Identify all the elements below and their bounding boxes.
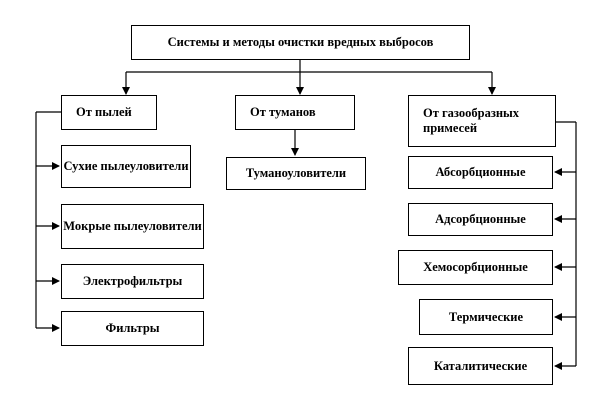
gas-item-label: Абсорбционные (435, 165, 526, 179)
category-fog: От туманов (235, 95, 355, 130)
root-label: Системы и методы очистки вредных выбросо… (167, 35, 434, 49)
gas-item-chemisorption: Хемосорбционные (398, 250, 553, 285)
dust-item-label: Сухие пылеуловители (63, 159, 189, 173)
dust-item-wet: Мокрые пылеуловители (61, 204, 204, 249)
dust-item-label: Мокрые пылеуловители (63, 219, 202, 233)
category-dust: От пылей (61, 95, 157, 130)
gas-item-adsorption: Адсорбционные (408, 203, 553, 236)
dust-item-electro: Электрофильтры (61, 264, 204, 299)
dust-item-label: Электрофильтры (82, 274, 183, 288)
fog-item-separators: Тумано­уловители (226, 157, 366, 190)
category-gas-label: От газообразных примесей (423, 106, 520, 135)
category-dust-label: От пылей (76, 105, 132, 119)
dust-item-filters: Фильтры (61, 311, 204, 346)
gas-item-label: Хемосорбционные (423, 260, 528, 274)
gas-item-label: Адсорбционные (435, 212, 526, 226)
gas-item-label: Термические (448, 309, 524, 324)
dust-item-dry: Сухие пылеуловители (61, 145, 191, 188)
category-fog-label: От туманов (250, 105, 316, 119)
gas-item-catalytic: Каталитические (408, 347, 553, 385)
fog-item-label: Тумано­уловители (245, 166, 347, 180)
root-box: Системы и методы очистки вредных выбросо… (131, 25, 470, 60)
gas-item-absorption: Абсорбционные (408, 156, 553, 189)
gas-item-label: Каталитические (433, 358, 528, 373)
gas-item-thermal: Термические (419, 299, 553, 335)
dust-item-label: Фильтры (105, 321, 160, 335)
category-gas: От газообразных примесей (408, 95, 556, 147)
